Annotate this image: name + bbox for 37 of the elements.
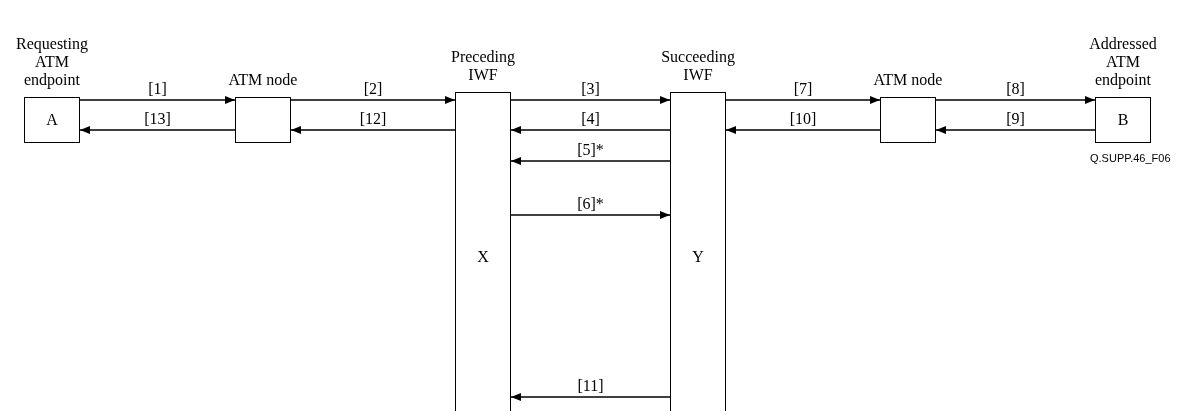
figure-id: Q.SUPP.46_F06 bbox=[1090, 152, 1171, 164]
arrow bbox=[510, 157, 671, 165]
node-heading: Succeeding IWF bbox=[660, 48, 736, 84]
edge-label: [6]* bbox=[575, 195, 606, 213]
node-label: X bbox=[477, 248, 489, 266]
arrow bbox=[79, 126, 236, 134]
arrow bbox=[725, 96, 881, 104]
edge-label: [13] bbox=[142, 110, 173, 128]
edge-label: [10] bbox=[787, 110, 819, 128]
arrow bbox=[510, 393, 671, 401]
edge-label: [12] bbox=[357, 110, 389, 128]
arrow bbox=[510, 96, 671, 104]
node-heading: ATM node bbox=[227, 71, 299, 89]
edge-label: [8] bbox=[1004, 80, 1027, 98]
edge-label: [1] bbox=[146, 80, 169, 98]
node-label: B bbox=[1117, 111, 1129, 129]
arrow bbox=[290, 126, 456, 134]
edge-label: [2] bbox=[361, 80, 385, 98]
arrow bbox=[510, 126, 671, 134]
node-label: Y bbox=[692, 248, 704, 266]
arrow bbox=[935, 96, 1096, 104]
edge-label: [9] bbox=[1004, 110, 1027, 128]
edge-label: [11] bbox=[575, 377, 606, 395]
edge-label: [4] bbox=[579, 110, 602, 128]
arrow bbox=[79, 96, 236, 104]
arrow bbox=[290, 96, 456, 104]
node-heading: Requesting ATM endpoint bbox=[15, 35, 89, 89]
node-heading: Addressed ATM endpoint bbox=[1088, 35, 1158, 89]
edge-label: [3] bbox=[579, 80, 602, 98]
arrow bbox=[510, 211, 671, 219]
arrow bbox=[725, 126, 881, 134]
edge-label: [7] bbox=[791, 80, 815, 98]
node-label: A bbox=[46, 111, 58, 129]
arrow bbox=[935, 126, 1096, 134]
node-heading: ATM node bbox=[872, 71, 944, 89]
node-heading: Preceding IWF bbox=[450, 48, 516, 84]
edge-label: [5]* bbox=[575, 141, 606, 159]
